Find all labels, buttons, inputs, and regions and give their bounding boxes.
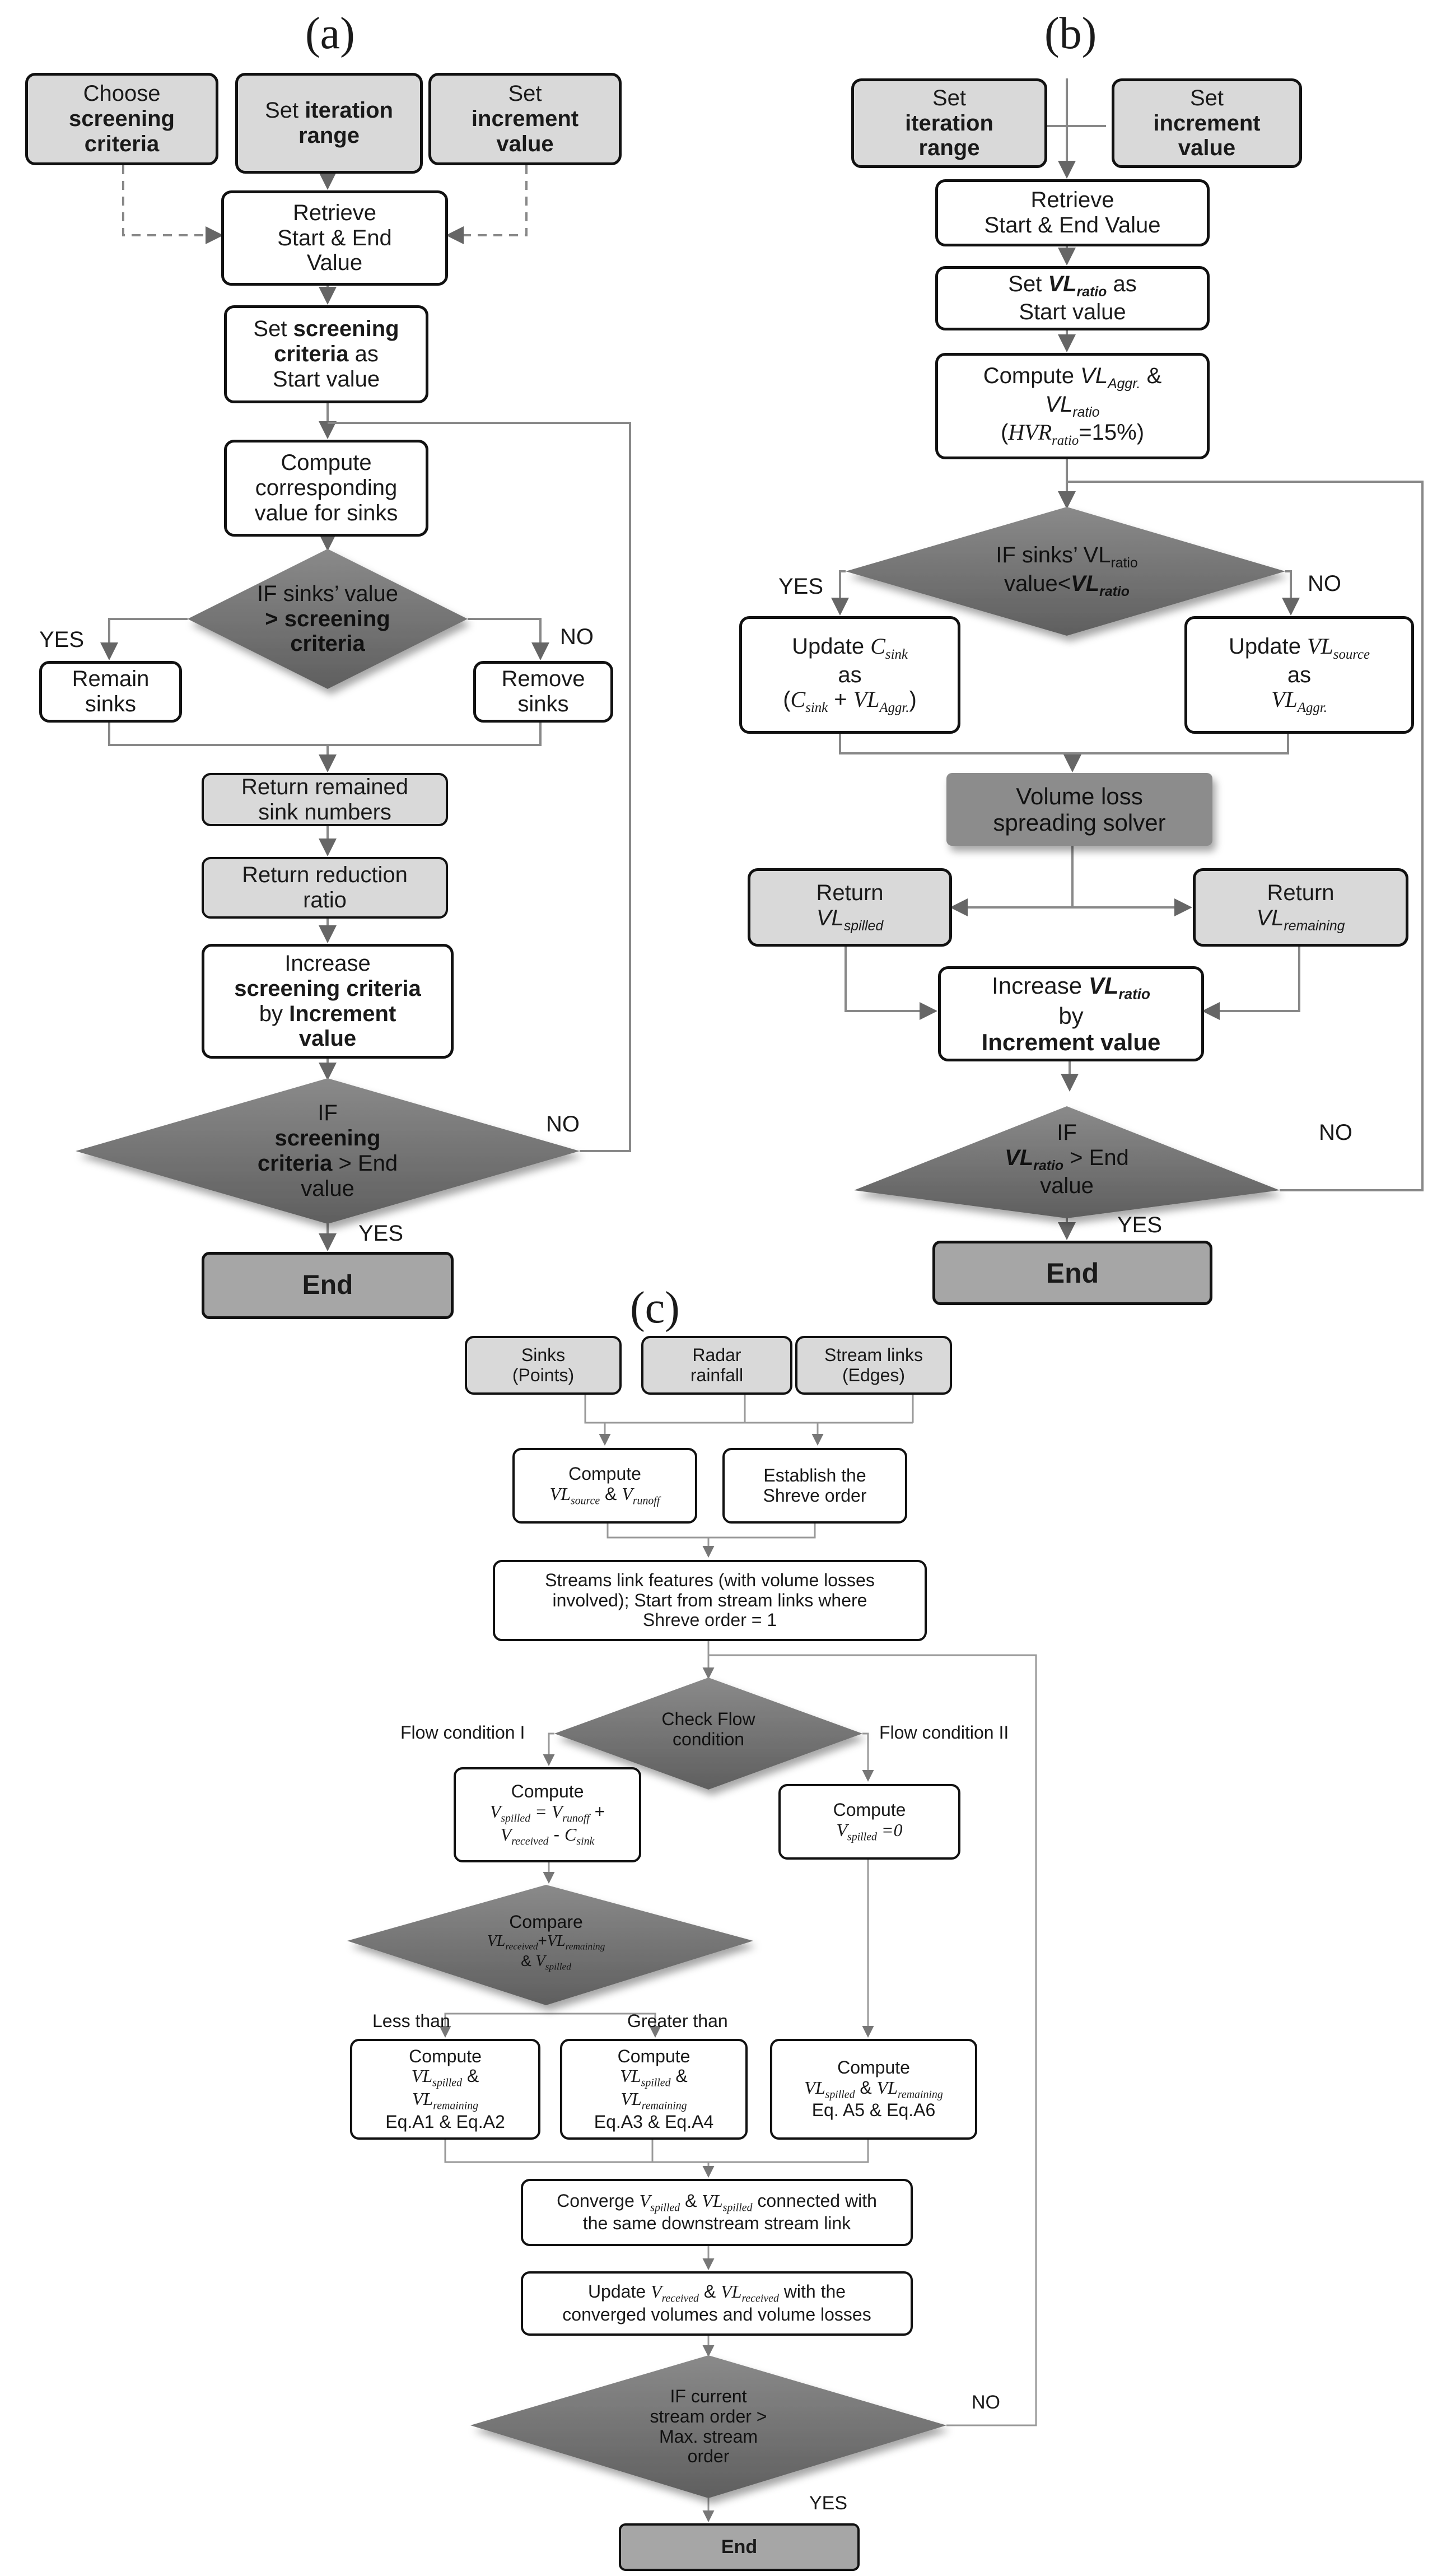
c-merge-2: [606, 1524, 816, 1539]
c-end-box: End: [619, 2523, 860, 2571]
a-yes-branch: [100, 618, 188, 660]
c-eq-a3-a4-box: Compute VLspilled & VLremaining Eq.A3 & …: [560, 2039, 748, 2140]
b-yes2-label: YES: [1117, 1213, 1163, 1237]
c-less-branch: [439, 2013, 546, 2038]
a-no-branch: [468, 618, 549, 660]
b-set-vlratio-box: Set VLratio as Start value: [935, 266, 1210, 330]
a-choose-to-retrieve: [122, 165, 223, 244]
b-compute-vl-box: Compute VLAggr. & VLratio (HVRratio=15%): [935, 353, 1210, 459]
c-no-label: NO: [972, 2392, 1000, 2413]
c-eq-a5-a6-box: Compute VLspilled & VLremaining Eq. A5 &…: [770, 2039, 977, 2140]
c-decision-compare: [347, 1885, 753, 2005]
panel-label-c: (c): [630, 1283, 680, 1333]
panel-label-b: (b): [1044, 9, 1097, 58]
c-flow1-label: Flow condition I: [400, 1722, 525, 1743]
c-merge-3: [444, 2140, 869, 2163]
a-set-criteria-box: Set screening criteria as Start value: [224, 305, 428, 403]
panel-label-a: (a): [305, 9, 355, 58]
b-decision-end-value: [854, 1106, 1280, 1218]
c-no-loop: [708, 1654, 1037, 2426]
c-flow2-label: Flow condition II: [879, 1722, 1009, 1743]
c-yes-label: YES: [809, 2493, 848, 2514]
b-yes-branch: [831, 570, 849, 616]
c-decision-flow: [554, 1678, 862, 1790]
a-yes-label: YES: [39, 627, 85, 652]
c-converge-box: Converge Vspilled & VLspilled connected …: [521, 2179, 913, 2246]
a-end-box: End: [202, 1252, 454, 1319]
c-compute-vspilled-zero-box: Compute Vspilled =0: [778, 1784, 960, 1860]
c-compute-vlsource-box: Compute VLsource & Vrunoff: [512, 1448, 697, 1524]
b-remaining-to-increase: [1202, 947, 1300, 1020]
b-solver-to-spilled: [950, 846, 1074, 916]
a-merge-line: [108, 723, 542, 746]
c-eq-a1-a2-box: Compute VLspilled & VLremaining Eq.A1 & …: [350, 2039, 540, 2140]
c-sinks-box: Sinks(Points): [465, 1336, 622, 1395]
a-increment-to-retrieve: [446, 165, 528, 244]
b-increase-vlratio-box: Increase VLratio by Increment value: [938, 966, 1204, 1061]
b-return-remaining-box: Return VLremaining: [1193, 868, 1408, 947]
b-end-box: End: [932, 1241, 1212, 1305]
c-less-than-label: Less than: [372, 2011, 450, 2031]
b-no-loop: [1067, 481, 1424, 1191]
b-merge-line: [839, 734, 1289, 754]
c-stream-features-box: Streams link features (with volume losse…: [493, 1560, 927, 1641]
c-compare-text: Compare VLreceived+VLremaining & Vspille…: [487, 1911, 605, 1972]
b-no-label: NO: [1308, 571, 1341, 596]
c-decision-stream-order: [470, 2355, 946, 2498]
b-yes-label: YES: [778, 574, 824, 599]
b-no2-label: NO: [1319, 1120, 1352, 1145]
c-stream-links-box: Stream links(Edges): [795, 1336, 952, 1395]
c-flow1-branch: [543, 1732, 555, 1766]
a-no2-label: NO: [546, 1112, 580, 1136]
c-update-received-box: Update Vreceived & VLreceived with the c…: [521, 2271, 913, 2336]
b-decision-vl-ratio: [846, 507, 1285, 636]
c-sinks-to-compute: [584, 1395, 611, 1446]
c-compute-vspilled-box: Compute Vspilled = Vrunoff + Vreceived -…: [454, 1767, 641, 1862]
a-decision-end-value: [76, 1078, 580, 1224]
b-update-csink-box: Update Csink as (Csink + VLAggr.): [739, 616, 960, 734]
a-yes2-label: YES: [358, 1221, 404, 1246]
a-no-loop: [328, 422, 631, 1152]
a-decision-sinks-value: [188, 549, 468, 689]
b-decision1-text: IF sinks’ VLratio value<VLratio: [996, 543, 1138, 599]
c-greater-branch: [546, 2013, 661, 2038]
b-decision2-text: IF VLratio > End value: [1005, 1120, 1129, 1199]
b-no-branch: [1282, 570, 1300, 616]
c-greater-than-label: Greater than: [627, 2011, 728, 2031]
b-return-spilled-box: Return VLspilled: [748, 868, 952, 947]
b-update-vlsource-box: Update VLsource as VLAggr.: [1184, 616, 1414, 734]
b-spilled-to-increase: [845, 947, 937, 1020]
a-no-label: NO: [560, 625, 594, 649]
c-flow2-branch: [862, 1732, 874, 1782]
